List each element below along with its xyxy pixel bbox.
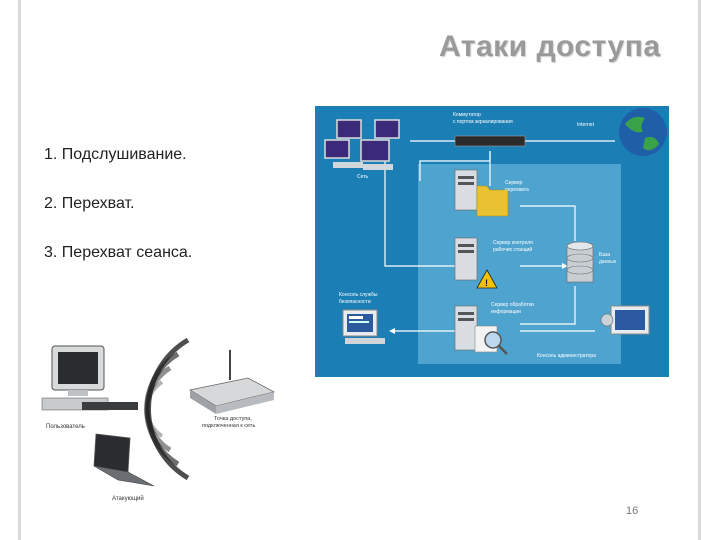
list-item-eavesdropping: 1. Подслушивание. — [44, 146, 187, 163]
right-border-line — [698, 0, 701, 540]
left-border-line — [18, 0, 21, 540]
database-icon — [566, 241, 594, 283]
security-console-label-2: безопасности — [339, 299, 371, 305]
processing-server-icon — [454, 305, 478, 351]
page-number: 16 — [626, 505, 639, 517]
workstations-icon — [324, 119, 400, 170]
admin-console-icon — [600, 305, 650, 335]
folder-icon — [476, 185, 509, 217]
arrowheads — [389, 263, 568, 334]
access-point-label-1: Точка доступа, — [214, 416, 252, 422]
globe-icon — [619, 108, 667, 156]
network-diagram: Сеть Коммутатор с портом зеркалирования … — [315, 106, 669, 377]
security-console-label-1: Консоль службы — [339, 292, 378, 298]
attack-list: 1. Подслушивание. 2. Перехват. 3. Перехв… — [44, 146, 192, 293]
processing-server-label-1: Сервер обработки — [491, 302, 534, 308]
control-server-label-1: Сервер контроля — [493, 240, 533, 246]
admin-console-label: Консоль администратора — [537, 353, 596, 359]
connection-lines — [384, 140, 615, 332]
switch-label-1: Коммутатор — [453, 112, 481, 118]
internet-label: Internet — [577, 122, 595, 128]
laptop-icon — [93, 433, 155, 487]
intercept-server-icon — [454, 169, 478, 211]
intercept-server-label-2: перехвата — [505, 187, 529, 193]
switch-label-2: с портом зеркалирования — [453, 119, 513, 125]
security-console-icon — [342, 309, 385, 344]
warning-icon: ! — [476, 269, 498, 289]
radio-waves-icon — [144, 337, 190, 481]
intercept-server-label-1: Сервер — [505, 180, 523, 186]
list-item-interception: 2. Перехват. — [44, 195, 135, 212]
control-server-label-2: рабочих станций — [493, 246, 532, 253]
network-label: Сеть — [357, 174, 369, 180]
control-server-icon — [454, 237, 478, 281]
desktop-computer-icon — [41, 345, 138, 411]
svg-text:!: ! — [485, 278, 488, 288]
slide-title: Атаки доступа — [439, 30, 661, 63]
list-item-session-hijacking: 3. Перехват сеанса. — [44, 244, 193, 261]
processing-server-label-2: информации — [491, 309, 521, 315]
switch-icon — [454, 135, 526, 147]
magnifier-icon — [474, 325, 508, 355]
user-label: Пользователь — [46, 424, 85, 430]
access-point-label-2: подключенная к сеть — [202, 423, 255, 429]
database-label-2: данных — [599, 259, 617, 265]
attacker-label: Атакующий — [112, 495, 144, 502]
wireless-diagram: Пользователь Точка доступа, подключенная… — [41, 337, 276, 502]
database-label-1: База — [599, 252, 610, 258]
access-point-icon — [188, 350, 276, 414]
